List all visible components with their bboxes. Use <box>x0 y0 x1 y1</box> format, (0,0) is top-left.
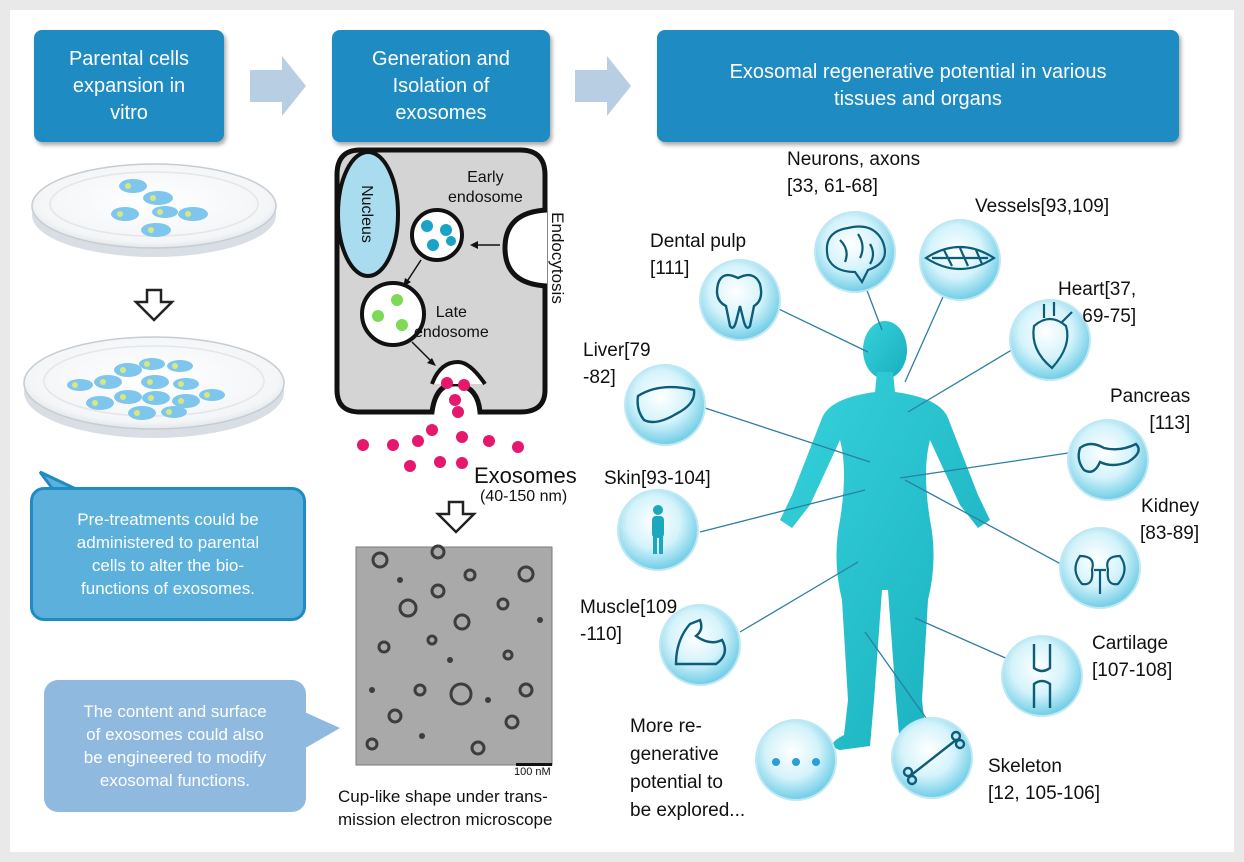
vessel-icon <box>923 246 997 270</box>
label-vessels: Vessels[93,109] <box>975 196 1110 217</box>
exosome-size-label: (40-150 nm) <box>480 488 568 505</box>
organ-orb-neurons <box>814 211 896 293</box>
organ-orb-skin <box>617 489 699 571</box>
exosomes-label: Exosomes <box>474 463 577 488</box>
organ-orb-liver <box>624 364 706 446</box>
label-pancreas: Pancreas [113] <box>1110 386 1191 434</box>
late-endosome-vesicle <box>360 281 426 347</box>
organ-orb-more <box>755 719 837 801</box>
header-regenerative-potential: Exosomal regenerative potential in vario… <box>657 30 1179 142</box>
knee-icon <box>1032 644 1052 708</box>
label-skeleton: Skeleton [12, 105-106] <box>988 756 1100 804</box>
label-muscle: Muscle[109 -110] <box>580 597 678 645</box>
ellipsis-icon <box>772 758 820 766</box>
endocytosis-pit <box>502 207 548 289</box>
brain-icon <box>825 225 886 285</box>
endocytosis-label: Endocytosis <box>548 212 567 304</box>
header-parental-cells: Parental cells expansion in vitro <box>34 30 224 142</box>
nucleus-shape <box>336 150 400 278</box>
petri-dish-sparse <box>31 163 277 257</box>
late-endosome-label: Late endosome <box>414 304 489 341</box>
flow-arrow-1 <box>250 56 306 116</box>
label-liver: Liver[79 -82] <box>583 340 651 388</box>
down-arrow-2 <box>434 500 478 534</box>
label-heart: Heart[37, 69-75] <box>1058 279 1137 327</box>
bubble-tail-engineer <box>300 710 340 750</box>
label-skin: Skin[93-104] <box>604 468 711 489</box>
organ-orb-kidney <box>1059 527 1141 609</box>
label-dental: Dental pulp [111] <box>650 231 747 279</box>
engineering-bubble: The content and surface of exosomes coul… <box>44 680 306 812</box>
petri-dish-dense <box>23 336 285 438</box>
tem-micrograph <box>355 544 553 766</box>
tem-caption: Cup-like shape under trans- mission elec… <box>338 787 553 829</box>
bone-icon <box>902 730 966 786</box>
cell-diagram <box>334 147 548 415</box>
organ-orb-pancreas <box>1067 419 1149 501</box>
kidney-icon <box>1074 554 1126 594</box>
muscle-icon <box>674 618 727 666</box>
tem-scale-label: 100 nM <box>514 766 551 778</box>
label-neurons: Neurons, axons [33, 61-68] <box>787 149 921 197</box>
tooth-icon <box>715 273 763 329</box>
connector-lines <box>699 269 1076 719</box>
early-endosome-vesicle <box>410 208 464 262</box>
early-endosome-label: Early endosome <box>448 169 523 206</box>
exosome-particles <box>357 377 524 472</box>
organ-orb-heart <box>1009 299 1091 381</box>
header-generation-isolation: Generation and Isolation of exosomes <box>332 30 550 142</box>
flow-arrow-2 <box>575 56 631 116</box>
human-body-silhouette <box>780 321 990 750</box>
organ-orb-skeleton <box>891 717 973 799</box>
pancreas-icon <box>1077 442 1140 473</box>
skin-icon <box>652 505 664 554</box>
heart-icon <box>1032 302 1073 370</box>
nucleus-label: Nucleus <box>358 185 375 243</box>
organ-orb-dental <box>699 259 781 341</box>
label-kidney: Kidney [83-89] <box>1140 496 1200 544</box>
organ-orb-cartilage <box>1001 635 1083 717</box>
label-cartilage: Cartilage [107-108] <box>1092 633 1173 681</box>
down-arrow-1 <box>132 288 176 322</box>
organ-orb-muscle <box>659 604 741 686</box>
pretreatment-bubble: Pre-treatments could be administered to … <box>30 487 306 621</box>
organ-orb-vessels <box>919 219 1001 301</box>
liver-icon <box>636 385 696 424</box>
label-more: More re- generative potential to be expl… <box>630 716 746 821</box>
